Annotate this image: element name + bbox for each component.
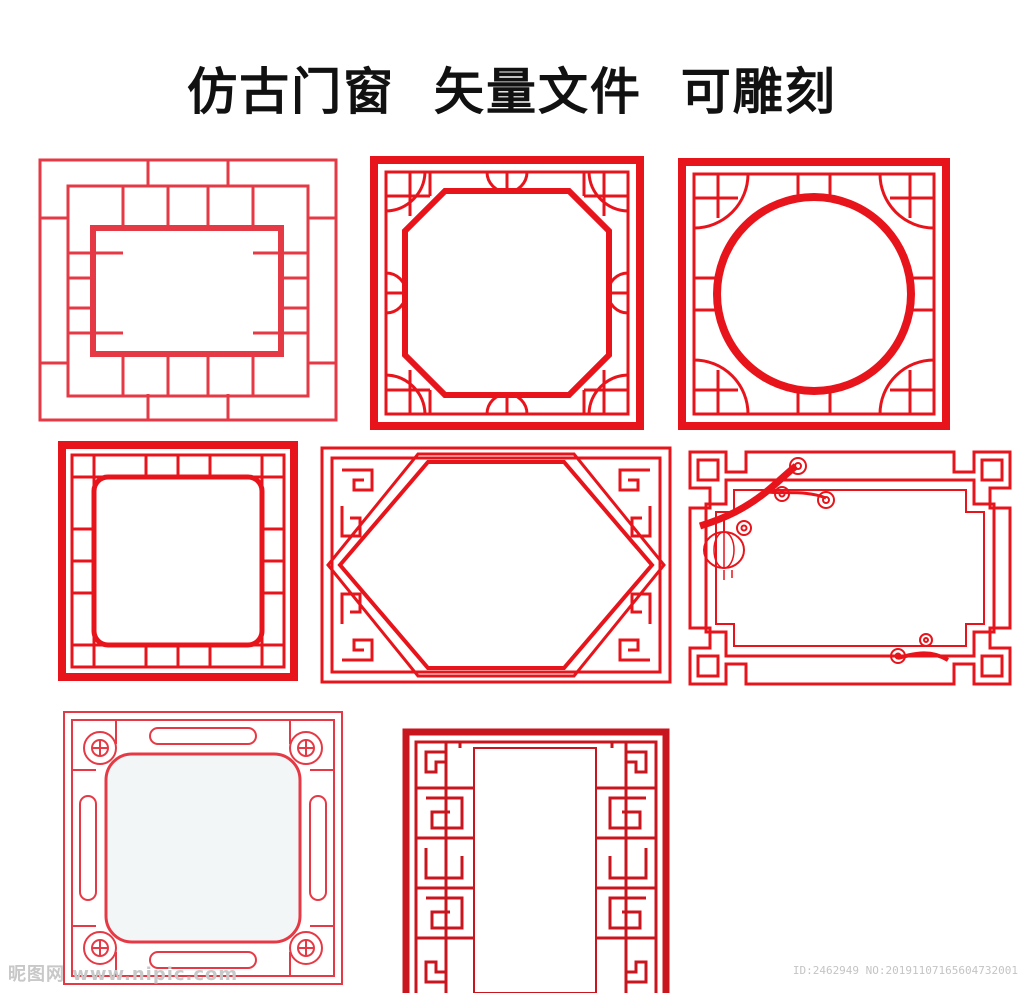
window-frame-5 xyxy=(320,446,672,684)
window-frame-4 xyxy=(58,441,298,681)
window-frame-1 xyxy=(38,158,338,422)
window-frame-3 xyxy=(678,158,950,430)
site-watermark: 昵图网 www.nipic.com xyxy=(8,964,239,985)
image-id-watermark: ID:2462949 NO:20191107165604732001 xyxy=(792,964,1018,977)
window-frame-7 xyxy=(62,710,344,986)
page-title: 仿古门窗 矢量文件 可雕刻 xyxy=(187,63,837,121)
window-frame-8-door xyxy=(402,728,670,993)
window-frame-2 xyxy=(370,156,644,430)
window-frame-6-plum-blossom xyxy=(686,448,1014,688)
